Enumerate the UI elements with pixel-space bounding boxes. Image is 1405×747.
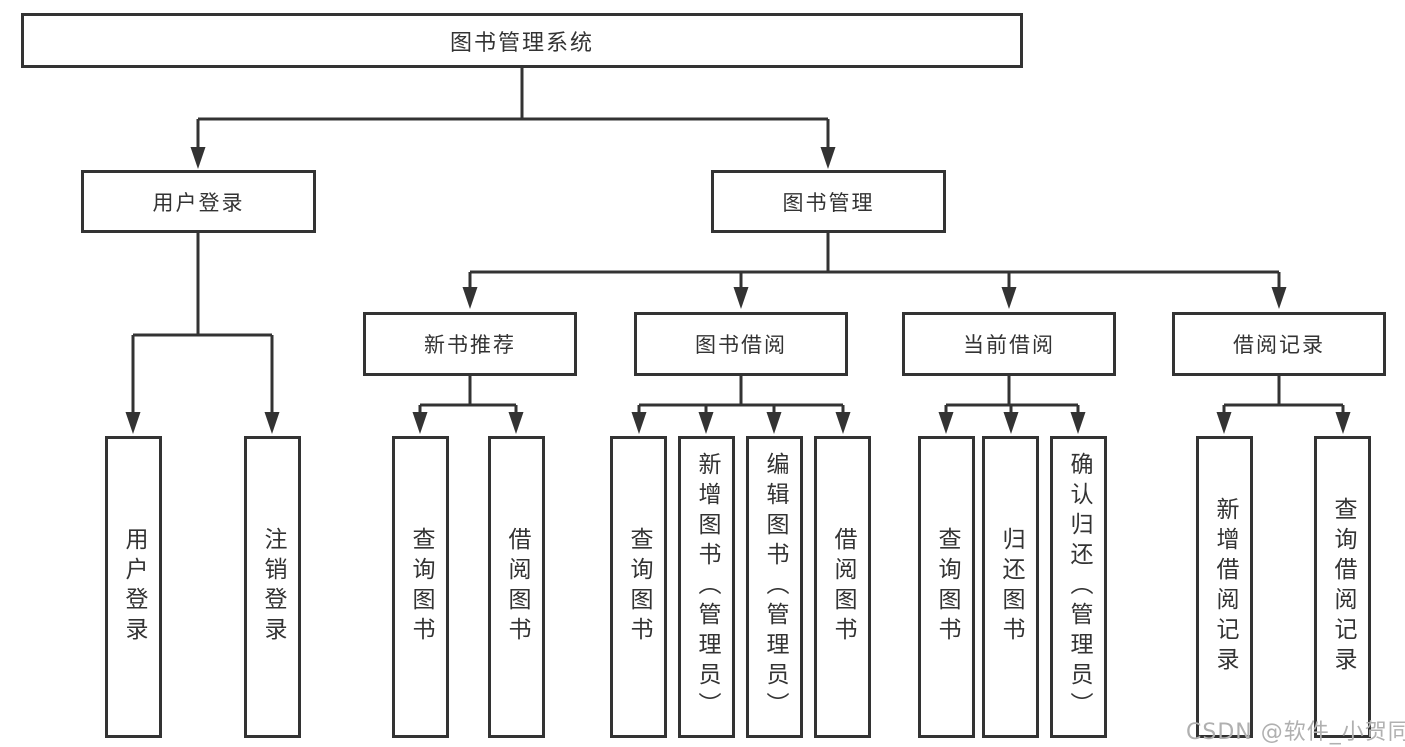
leaf-query-book-3: 查询图书 [918,436,975,738]
leaf-add-borrow-record: 新增借阅记录 [1196,436,1253,738]
leaf-add-book-admin-label: 新增图书（管理员） [694,452,720,722]
leaf-query-book-1: 查询图书 [392,436,449,738]
leaf-user-login-label: 用户登录 [121,527,147,647]
leaf-borrow-book-1-label: 借阅图书 [504,527,530,647]
node-new-book-recommend-label: 新书推荐 [424,333,516,357]
leaf-query-borrow-record: 查询借阅记录 [1314,436,1371,738]
leaf-borrow-book-2: 借阅图书 [814,436,871,738]
leaf-return-book: 归还图书 [982,436,1039,738]
node-current-borrow: 当前借阅 [902,312,1116,376]
leaf-query-book-3-label: 查询图书 [934,527,960,647]
node-book-management-label: 图书管理 [782,190,875,215]
leaf-user-login: 用户登录 [105,436,162,738]
connector-borrowrecords-to-leaves [1216,376,1351,434]
leaf-logout: 注销登录 [244,436,301,738]
leaf-return-book-label: 归还图书 [998,527,1024,647]
node-borrow-records-label: 借阅记录 [1233,333,1325,357]
node-root: 图书管理系统 [21,13,1023,68]
leaf-edit-book-admin: 编辑图书（管理员） [746,436,803,738]
node-new-book-recommend: 新书推荐 [363,312,577,376]
node-user-login: 用户登录 [81,170,316,233]
node-current-borrow-label: 当前借阅 [963,333,1055,357]
node-user-login-label: 用户登录 [152,190,245,215]
leaf-borrow-book-2-label: 借阅图书 [830,527,856,647]
leaf-query-borrow-record-label: 查询借阅记录 [1330,497,1356,677]
leaf-query-book-2: 查询图书 [610,436,667,738]
node-book-management: 图书管理 [711,170,946,233]
leaf-confirm-return-admin-label: 确认归还（管理员） [1066,452,1092,722]
connector-bookmgmt-to-level3 [462,233,1287,309]
leaf-confirm-return-admin: 确认归还（管理员） [1050,436,1107,738]
node-root-label: 图书管理系统 [449,30,594,56]
connector-userlogin-to-leaves [125,233,280,434]
leaf-edit-book-admin-label: 编辑图书（管理员） [762,452,788,722]
leaf-query-book-1-label: 查询图书 [408,527,434,647]
node-book-borrow-label: 图书借阅 [695,333,787,357]
connector-bookborrow-to-leaves [631,376,851,434]
leaf-add-book-admin: 新增图书（管理员） [678,436,735,738]
connector-root-to-level2 [190,68,836,169]
csdn-watermark: CSDN @软件_小贺同学 [1186,720,1405,745]
node-borrow-records: 借阅记录 [1172,312,1386,376]
leaf-borrow-book-1: 借阅图书 [488,436,545,738]
node-book-borrow: 图书借阅 [634,312,848,376]
connector-currentborrow-to-leaves [938,376,1086,434]
leaf-query-book-2-label: 查询图书 [626,527,652,647]
leaf-add-borrow-record-label: 新增借阅记录 [1212,497,1238,677]
connector-newbookrec-to-leaves [412,376,524,434]
leaf-logout-label: 注销登录 [260,527,286,647]
